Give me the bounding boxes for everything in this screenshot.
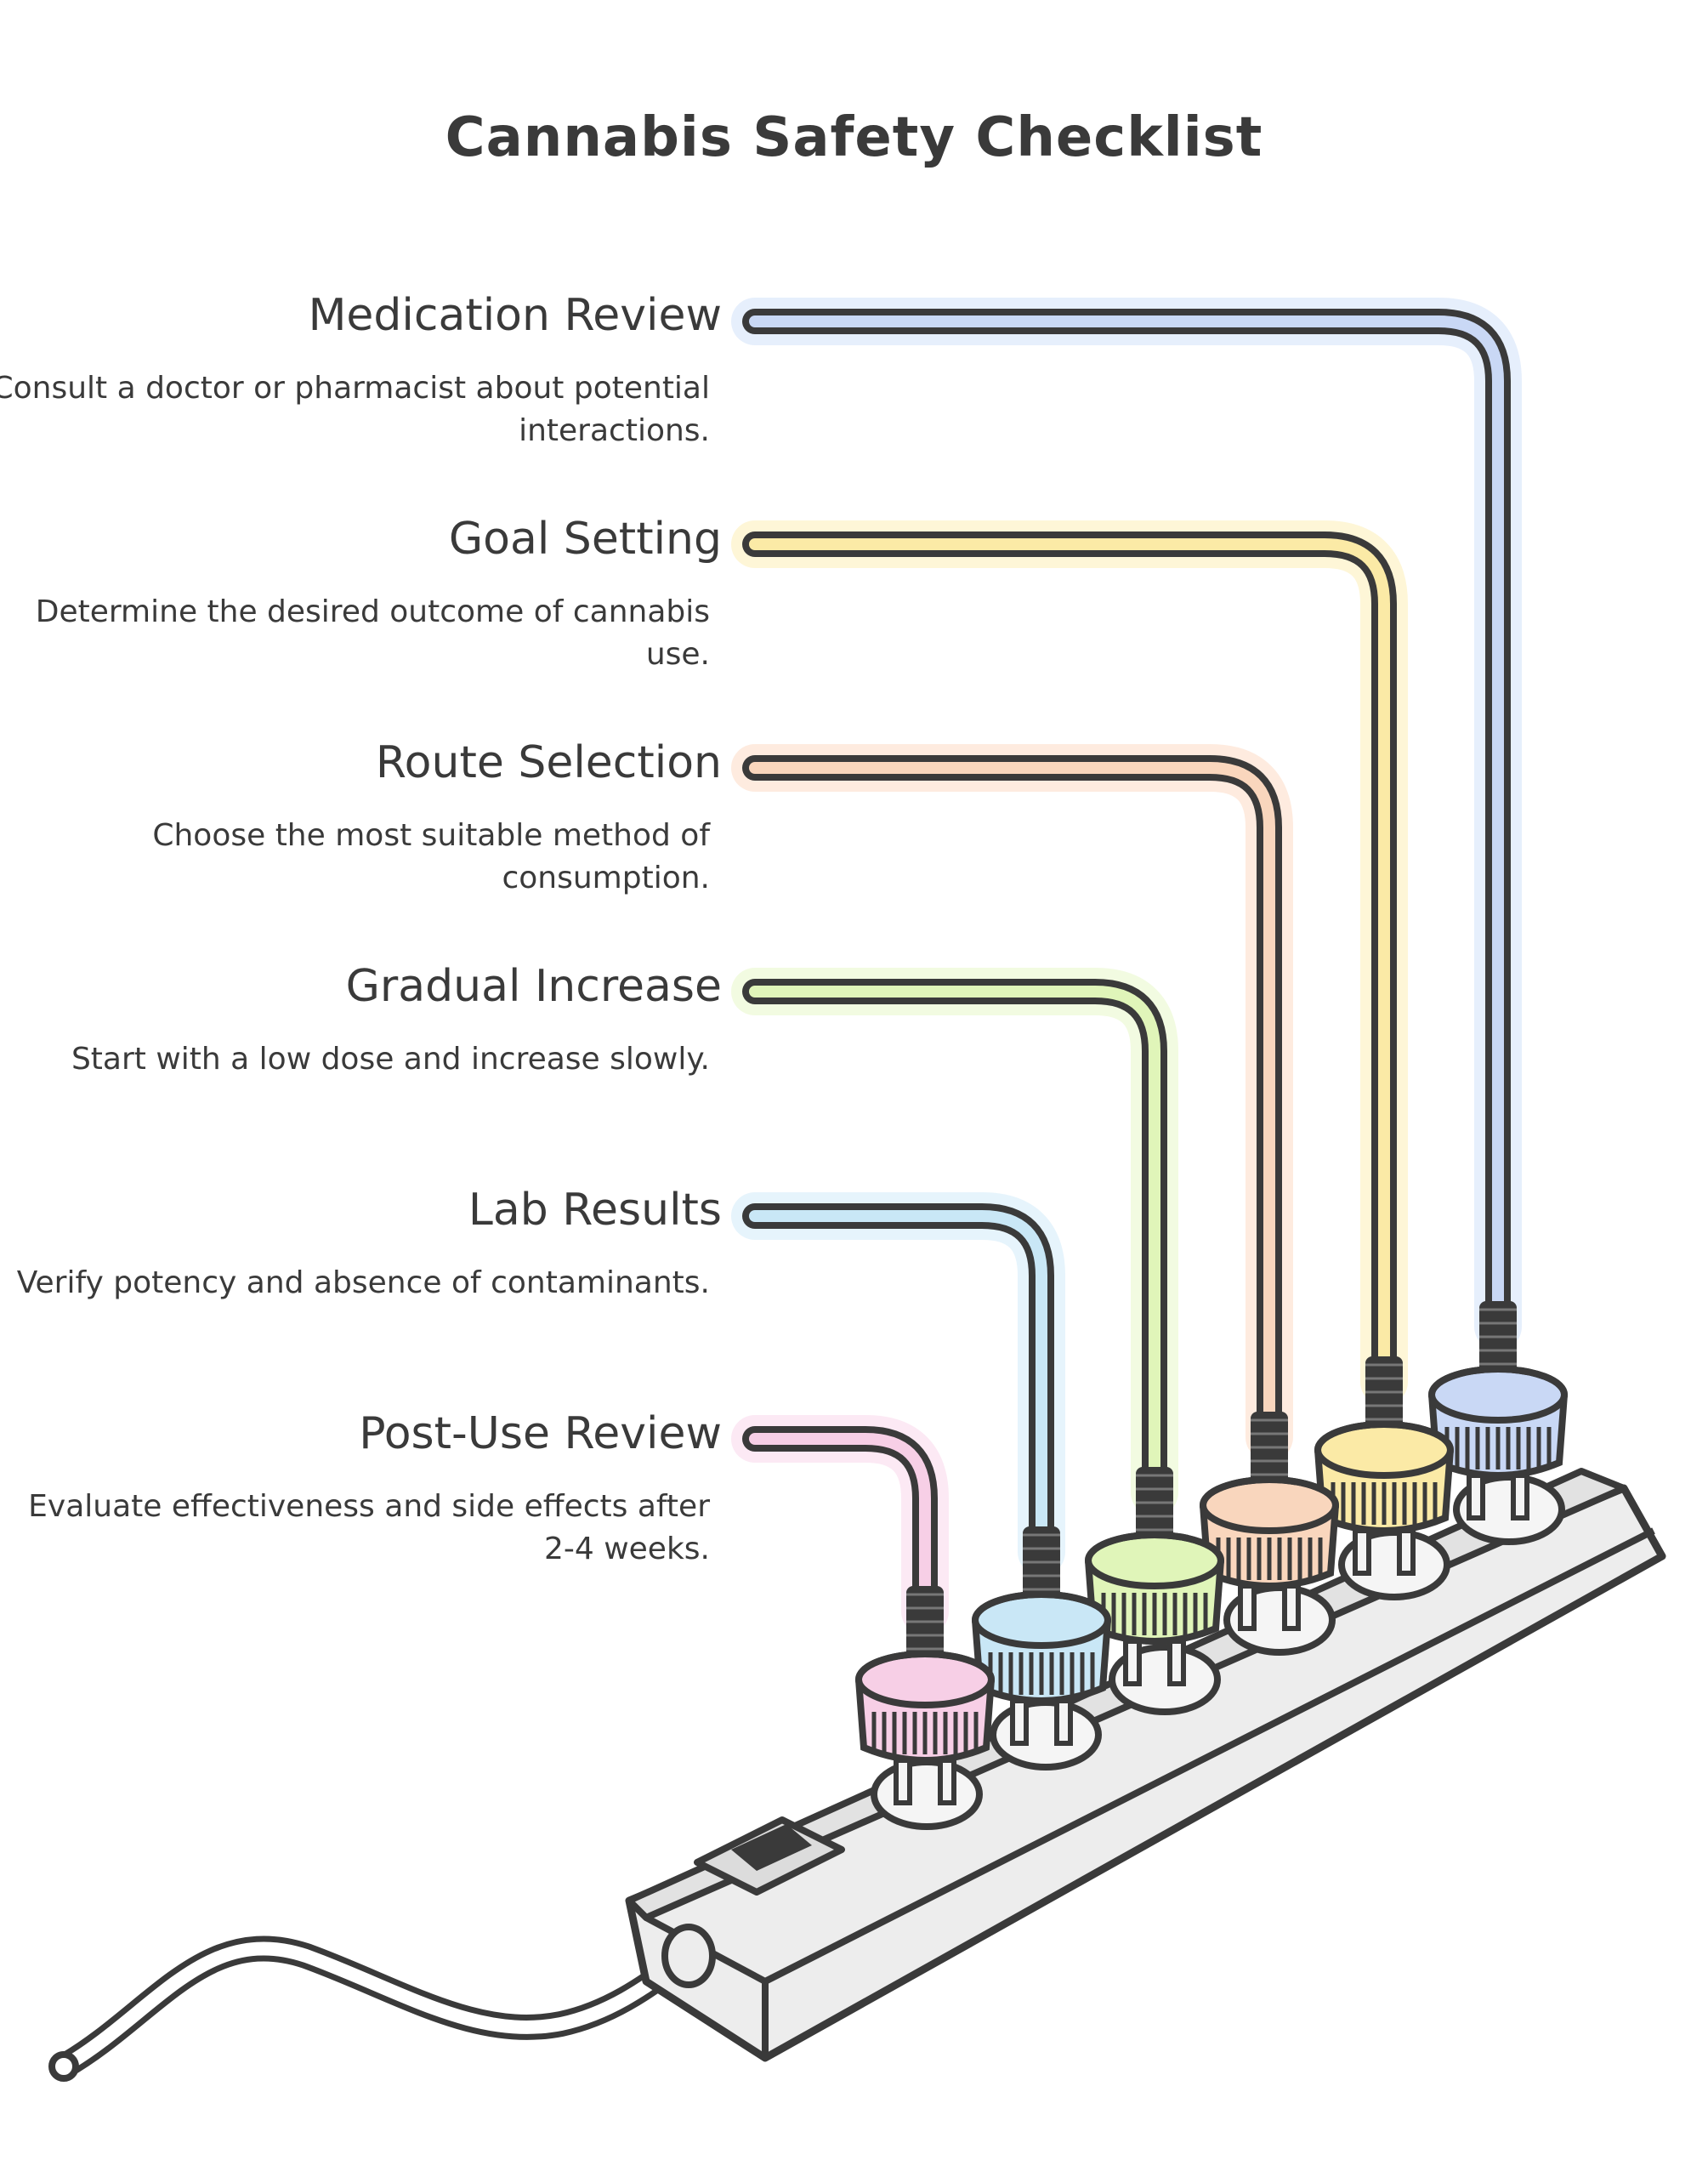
plug-icon xyxy=(1085,1467,1224,1686)
cable-5 xyxy=(731,1192,1111,1746)
item-title: Medication Review xyxy=(308,290,722,341)
item-title: Post-Use Review xyxy=(359,1408,722,1459)
checklist-item-medication-review: Medication Review Consult a doctor or ph… xyxy=(0,289,722,452)
item-description: Evaluate effectiveness and side effects … xyxy=(28,1489,710,1566)
item-description: Choose the most suitable method of consu… xyxy=(152,818,710,895)
checklist-item-lab-results: Lab Results Verify potency and absence o… xyxy=(0,1184,722,1304)
checklist-item-post-use-review: Post-Use Review Evaluate effectiveness a… xyxy=(0,1407,722,1571)
item-title: Gradual Increase xyxy=(345,961,722,1012)
page-title: Cannabis Safety Checklist xyxy=(445,106,1263,169)
item-description: Consult a doctor or pharmacist about pot… xyxy=(0,371,710,448)
item-description: Verify potency and absence of contaminan… xyxy=(16,1265,710,1300)
item-title: Route Selection xyxy=(375,737,722,788)
plug-icon xyxy=(855,1586,995,1805)
item-description: Determine the desired outcome of cannabi… xyxy=(35,594,710,672)
cable-group xyxy=(731,298,1568,1805)
cable-2 xyxy=(731,520,1454,1576)
item-title: Lab Results xyxy=(468,1185,722,1236)
item-description: Start with a low dose and increase slowl… xyxy=(71,1042,710,1077)
checklist-item-gradual-increase: Gradual Increase Start with a low dose a… xyxy=(0,960,722,1081)
cable-4 xyxy=(731,968,1224,1686)
item-title: Goal Setting xyxy=(448,514,722,565)
checklist-item-route-selection: Route Selection Choose the most suitable… xyxy=(0,736,722,900)
checklist-item-goal-setting: Goal Setting Determine the desired outco… xyxy=(0,513,722,676)
cable-6 xyxy=(731,1415,995,1805)
plug-icon xyxy=(972,1526,1111,1746)
power-switch-icon xyxy=(694,1816,845,1896)
